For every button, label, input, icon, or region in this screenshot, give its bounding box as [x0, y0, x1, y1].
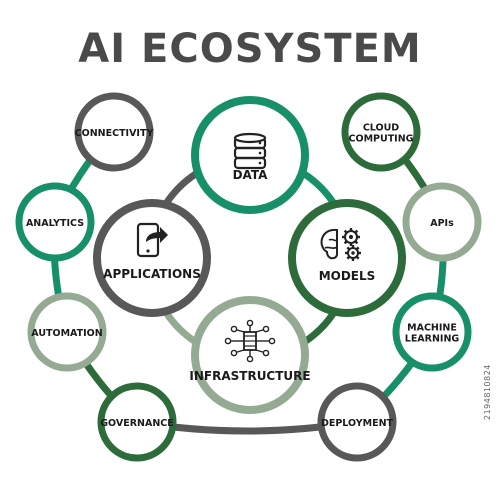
node-apis[interactable]: APIs — [402, 182, 482, 262]
node-circle — [27, 292, 107, 372]
node-applications[interactable]: APPLICATIONS — [93, 199, 211, 317]
node-connectivity[interactable]: CONNECTIVITY — [74, 92, 154, 172]
inner-nodes: DATA MODELS INFRASTRUCTURE APPLICATIONS — [93, 96, 406, 414]
node-circle — [341, 92, 421, 172]
side-id-text: 2194810824 — [483, 364, 492, 420]
node-automation[interactable]: AUTOMATION — [27, 292, 107, 372]
node-label: INFRASTRUCTURE — [189, 369, 310, 383]
node-circle — [74, 92, 154, 172]
node-label: DATA — [233, 168, 269, 182]
node-circle — [15, 182, 95, 262]
node-circle — [191, 96, 309, 214]
node-governance[interactable]: GOVERNANCE — [97, 382, 177, 462]
node-circle — [97, 382, 177, 462]
page-title: AI ECOSYSTEM — [78, 26, 421, 72]
database-icon — [233, 132, 267, 170]
node-label: ANALYTICS — [26, 218, 84, 229]
mobile-share-icon — [136, 222, 168, 258]
node-infrastructure[interactable]: INFRASTRUCTURE — [189, 296, 311, 414]
node-circle — [317, 382, 397, 462]
node-deployment[interactable]: DEPLOYMENT — [317, 382, 397, 462]
node-data[interactable]: DATA — [191, 96, 309, 214]
brain-gears-icon — [320, 228, 361, 261]
node-label: CONNECTIVITY — [75, 128, 154, 139]
node-circle — [392, 292, 472, 372]
node-label: APPLICATIONS — [103, 267, 201, 281]
node-circle — [402, 182, 482, 262]
node-circle — [93, 199, 211, 317]
node-label: MODELS — [319, 269, 376, 283]
node-models[interactable]: MODELS — [288, 199, 406, 317]
node-label: APIs — [430, 218, 454, 229]
node-label: DEPLOYMENT — [321, 418, 394, 429]
node-label: AUTOMATION — [31, 328, 102, 339]
node-analytics[interactable]: ANALYTICS — [15, 182, 95, 262]
outer-nodes: CONNECTIVITY ANALYTICS AUTOMATION GOVERNANC… — [15, 92, 482, 462]
circuit-chip-icon — [224, 319, 276, 363]
node-label: GOVERNANCE — [100, 418, 174, 429]
